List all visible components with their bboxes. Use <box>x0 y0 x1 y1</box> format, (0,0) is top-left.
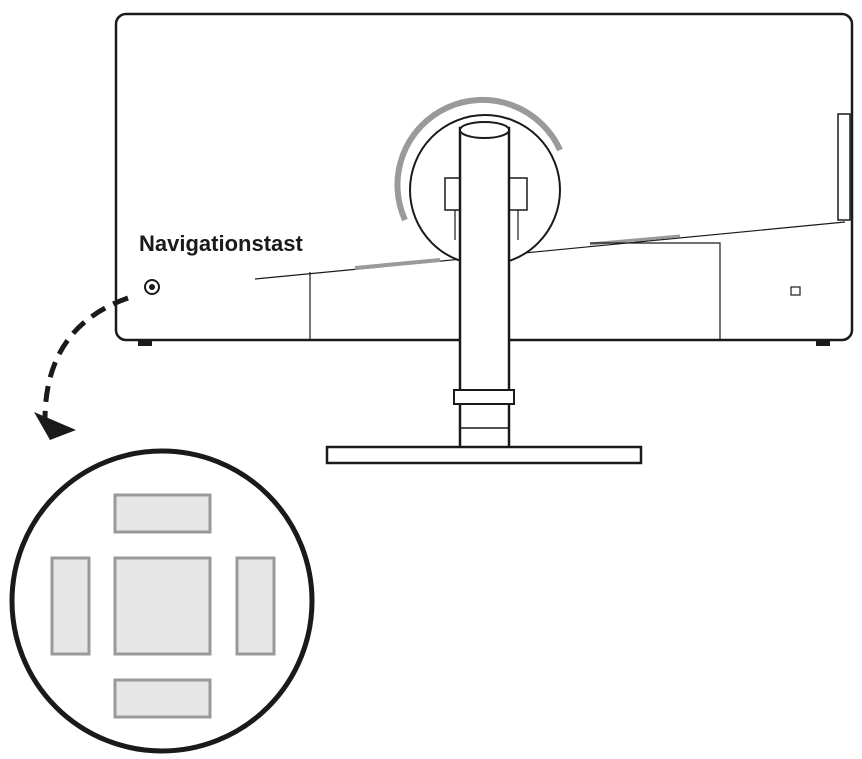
nav-pad-down <box>113 678 212 719</box>
joystick-button-icon[interactable] <box>144 279 160 295</box>
monitor-foot-right <box>816 340 830 346</box>
regulatory-mark-icon <box>790 286 801 296</box>
housing-cover-outline-right <box>590 242 721 340</box>
nav-pad-left <box>50 556 91 656</box>
housing-contour-line-left <box>254 221 846 280</box>
stand-column-top <box>459 121 510 139</box>
monitor-foot-left <box>138 340 152 346</box>
nav-pad-up <box>113 493 212 534</box>
stand-base <box>325 445 643 465</box>
nav-pad-center <box>113 556 212 656</box>
monitor-side-port-strip <box>837 113 851 221</box>
housing-contour-shade <box>354 258 441 270</box>
dashed-curved-arrow-icon <box>34 295 129 440</box>
nav-pad-right <box>235 556 276 656</box>
hinge-shade-arc <box>394 96 563 222</box>
five-way-navigation-pad-icon <box>9 448 315 754</box>
navigation-key-label: Navigationstast <box>139 231 303 256</box>
stand-collar <box>453 389 515 405</box>
